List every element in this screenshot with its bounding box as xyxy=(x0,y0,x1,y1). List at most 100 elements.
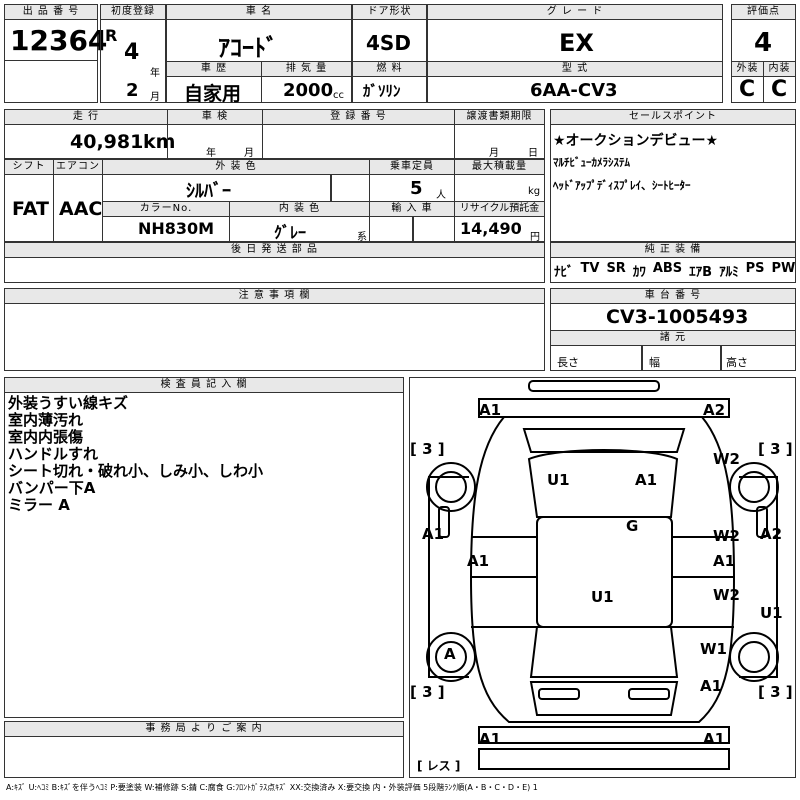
notes-label: 注 意 事 項 欄 xyxy=(4,288,545,304)
spare-tire: [ レス ] xyxy=(417,759,461,773)
transfer-day-unit: 日 xyxy=(528,148,538,159)
car-name-label: 車 名 xyxy=(166,4,352,20)
history-label: 車 歴 xyxy=(166,61,262,77)
mark-glass-g: G xyxy=(626,517,639,535)
score-label: 評価点 xyxy=(731,4,796,20)
mark-left-fender: A1 xyxy=(422,525,445,543)
transfer-box xyxy=(454,124,545,159)
equipment-label: 純 正 装 備 xyxy=(550,242,796,258)
transfer-month-unit: 月 xyxy=(489,148,499,159)
inspection-label: 車 検 xyxy=(167,109,263,125)
inspector-note: 外装うすい線キズ xyxy=(8,394,129,412)
model-label: 型 式 xyxy=(427,61,723,77)
mileage-label: 走 行 xyxy=(4,109,168,125)
interior-color-label: 内 装 色 xyxy=(229,201,370,217)
spec-divider-2 xyxy=(720,345,722,371)
reg-no-box xyxy=(262,124,455,159)
displacement-label: 排 気 量 xyxy=(261,61,352,77)
equipment-item: ABS xyxy=(652,261,683,276)
lot-no-label: 出 品 番 号 xyxy=(4,4,98,20)
model: 6AA-CV3 xyxy=(530,80,618,101)
equipment-item: PS xyxy=(745,261,765,276)
displacement: 2000 xyxy=(283,80,334,101)
model-box xyxy=(427,76,723,103)
transfer-label: 譲渡書類期限 xyxy=(454,109,545,125)
fuel-box xyxy=(352,76,427,103)
equipment-list: ﾅﾋﾞ TV SR ｶﾜ ABS ｴｱB ｱﾙﾐ PS PW xyxy=(554,261,796,280)
grade: EX xyxy=(559,29,594,57)
inspector-note: ハンドルすれ xyxy=(8,445,99,463)
sales-line-1: ★オークションデビュー★ xyxy=(553,133,719,149)
inspector-note: シート切れ・破れ小、しみ小、しわ小 xyxy=(8,462,264,480)
capacity-label: 乗車定員 xyxy=(369,159,455,175)
sales-line-2: ﾏﾙﾁﾋﾞｭｰｶﾒﾗｼｽﾃﾑ xyxy=(553,156,630,169)
interior-unit: 系 xyxy=(357,232,367,243)
damage-legend: A:ｷｽﾞ U:ﾍｺﾐ B:ｷｽﾞを伴うﾍｺﾐ P:要塗装 W:補修跡 S:錆 … xyxy=(6,783,538,792)
lot-no: 12364 xyxy=(10,24,108,57)
displacement-unit: cc xyxy=(333,90,344,101)
equipment-item: ｴｱB xyxy=(689,265,713,280)
mark-right-w2: W2 xyxy=(713,450,740,468)
tire-front-right: [ 3 ] xyxy=(758,440,793,458)
mark-right-door-a1: A1 xyxy=(713,552,736,570)
ext-label: 外装 xyxy=(731,61,764,77)
notes-box xyxy=(4,303,545,371)
reg-year: 4 xyxy=(124,40,140,65)
ac-label: エアコン xyxy=(53,159,103,175)
car-name: ｱｺｰﾄﾞ xyxy=(218,34,278,62)
ac: AAC xyxy=(59,198,103,220)
mark-right-rear-door-w2: W2 xyxy=(713,586,740,604)
first-reg-box xyxy=(100,19,166,103)
reg-year-unit: 年 xyxy=(150,68,160,79)
mark-right-rear-a1: A1 xyxy=(700,677,723,695)
first-reg-label: 初度登録 xyxy=(100,4,166,20)
mark-front-right: A2 xyxy=(703,401,726,419)
mark-hood-u1: U1 xyxy=(547,471,570,489)
mark-hood-a1: A1 xyxy=(635,471,658,489)
car-diagram xyxy=(426,380,779,770)
history: 自家用 xyxy=(184,83,242,105)
int-grade: C xyxy=(771,77,788,102)
office-label: 事 務 局 よ り ご 案 内 xyxy=(4,721,404,737)
max-load-label: 最大積載量 xyxy=(454,159,545,175)
mark-front-left: A1 xyxy=(479,401,502,419)
chassis-number: CV3-1005493 xyxy=(606,306,749,328)
import-label: 輸 入 車 xyxy=(369,201,455,217)
inspection-year-unit: 年 xyxy=(206,148,216,159)
door: 4SD xyxy=(366,31,411,55)
ext-grade: C xyxy=(739,77,756,102)
inspector-note: 室内薄汚れ xyxy=(8,411,84,429)
mark-right-door-w2: W2 xyxy=(713,527,740,545)
equipment-item: ﾅﾋﾞ xyxy=(554,265,574,280)
exterior-color-label: 外 装 色 xyxy=(102,159,370,175)
reg-month-unit: 月 xyxy=(150,92,160,103)
mark-right-fender: A2 xyxy=(760,525,783,543)
fuel: ｶﾞｿﾘﾝ xyxy=(363,82,401,100)
recycle: 14,490 xyxy=(460,219,522,238)
mark-rear-left: A1 xyxy=(479,730,502,748)
max-load-unit: kg xyxy=(528,186,541,197)
fuel-label: 燃 料 xyxy=(352,61,427,77)
spec-label: 諸 元 xyxy=(550,330,796,346)
recycle-unit: 円 xyxy=(530,232,540,243)
tire-rear-right: [ 3 ] xyxy=(758,683,793,701)
mark-rear-right: A1 xyxy=(703,730,726,748)
score: 4 xyxy=(754,28,773,58)
equipment-box xyxy=(550,257,796,283)
sales-box xyxy=(550,124,796,242)
import-divider xyxy=(412,216,414,242)
office-box xyxy=(4,736,404,778)
int-label: 内装 xyxy=(763,61,796,77)
capacity-unit: 人 xyxy=(436,190,446,201)
chassis-label: 車 台 番 号 xyxy=(550,288,796,304)
diagram-frame xyxy=(409,377,796,778)
reg-no-label: 登 録 番 号 xyxy=(262,109,455,125)
inspector-note: バンパー下A xyxy=(8,479,96,497)
equipment-item: PW xyxy=(771,261,796,276)
reg-month: 2 xyxy=(126,80,139,101)
width-label: 幅 xyxy=(649,356,660,369)
later-parts-box xyxy=(4,257,545,283)
equipment-item: ｱﾙﾐ xyxy=(719,265,739,280)
equipment-item: SR xyxy=(606,261,626,276)
later-parts-label: 後 日 発 送 部 品 xyxy=(4,242,545,258)
